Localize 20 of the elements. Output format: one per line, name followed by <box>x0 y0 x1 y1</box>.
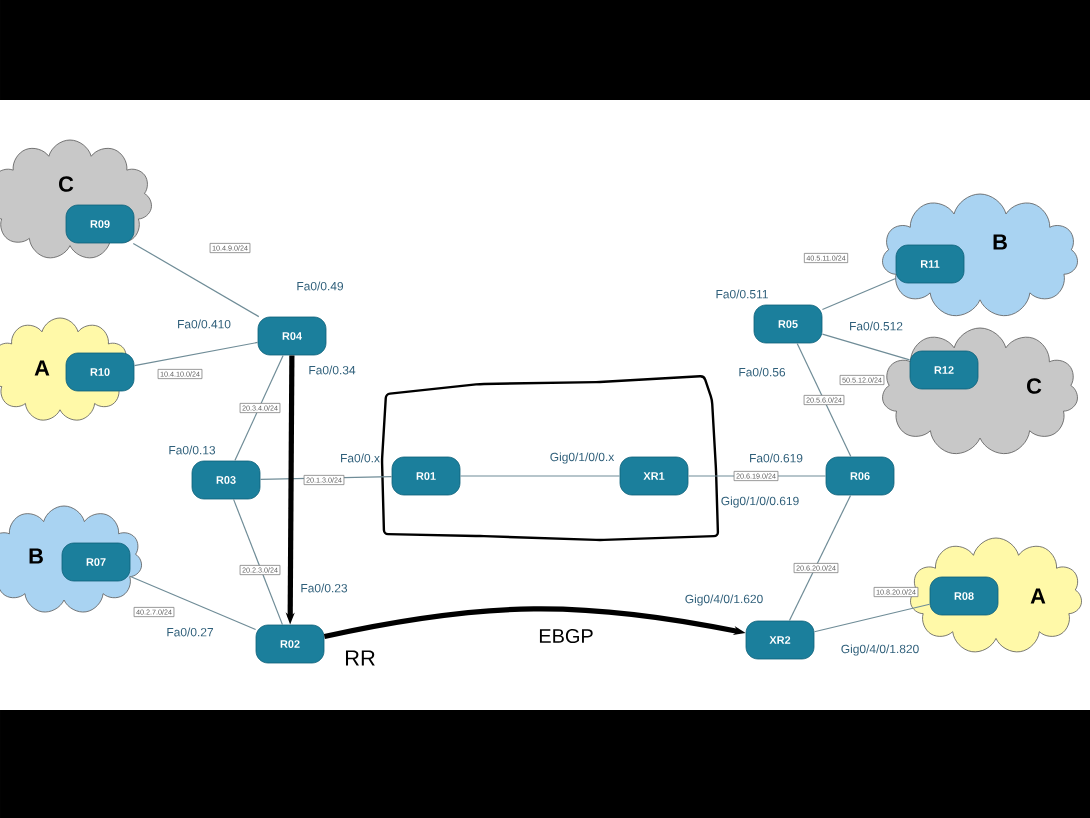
link-line <box>133 341 259 367</box>
cloud-letter: A <box>34 360 50 376</box>
cloud-letter: B <box>29 548 43 564</box>
link-line <box>233 498 284 626</box>
link-line <box>259 476 393 480</box>
cloud-letter: A <box>1030 588 1046 604</box>
cloud-letter: C <box>1027 378 1042 394</box>
link-line <box>234 354 284 462</box>
link-line <box>813 603 931 633</box>
cloud-letter: B <box>993 234 1007 250</box>
cloud-letter: C <box>59 176 74 192</box>
link-line <box>459 475 621 477</box>
link-line <box>821 333 911 361</box>
link-line <box>788 494 852 622</box>
link-line <box>796 342 852 458</box>
link-line <box>129 575 257 631</box>
handwritten-label: EBGP <box>539 628 593 644</box>
link-line <box>821 277 897 311</box>
handwritten-label: RR <box>346 650 375 666</box>
link-line <box>132 242 260 318</box>
